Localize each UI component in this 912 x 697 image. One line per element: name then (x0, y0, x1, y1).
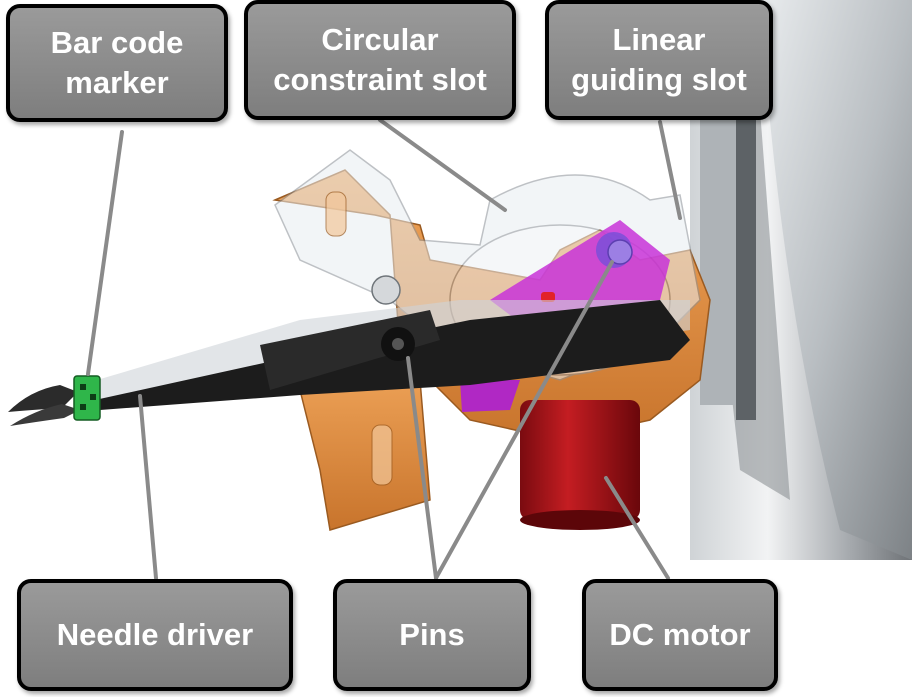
leader-linear-slot (658, 120, 682, 220)
pins (325, 191, 633, 486)
bar-code-marker (73, 375, 101, 421)
needle-driver-label-text: Needle driver (56, 616, 254, 652)
linear-guiding-slot-label-line2: guiding slot (571, 62, 747, 97)
linear-guiding-slot-label: Linear guiding slot (545, 0, 773, 120)
bar-code-marker-label: Bar code marker (6, 4, 228, 122)
dc-motor-label: DC motor (582, 579, 778, 691)
leader-circular-slot (378, 118, 507, 212)
leader-pins-b (434, 260, 614, 580)
leader-bar-code (86, 130, 124, 376)
pins-label-text: Pins (399, 616, 465, 652)
circular-constraint-slot-label-line1: Circular (321, 21, 439, 57)
dc-motor-label-text: DC motor (609, 616, 751, 652)
linear-guiding-slot-label-line1: Linear (612, 21, 706, 57)
needle-driver-label: Needle driver (17, 579, 293, 691)
bar-code-marker-label-line2: marker (65, 65, 169, 100)
robot-arm-drum (690, 0, 912, 560)
circular-constraint-slot-label-line2: constraint slot (273, 62, 487, 97)
leader-dc-motor (604, 476, 670, 580)
bar-code-marker-label-line1: Bar code (50, 24, 184, 60)
dc-motor (520, 400, 640, 530)
leader-needle-driver (138, 394, 158, 580)
circular-constraint-slot-label: Circular constraint slot (244, 0, 516, 120)
pins-label: Pins (333, 579, 531, 691)
leader-pins-a (406, 356, 438, 580)
leader-lines (86, 118, 682, 580)
